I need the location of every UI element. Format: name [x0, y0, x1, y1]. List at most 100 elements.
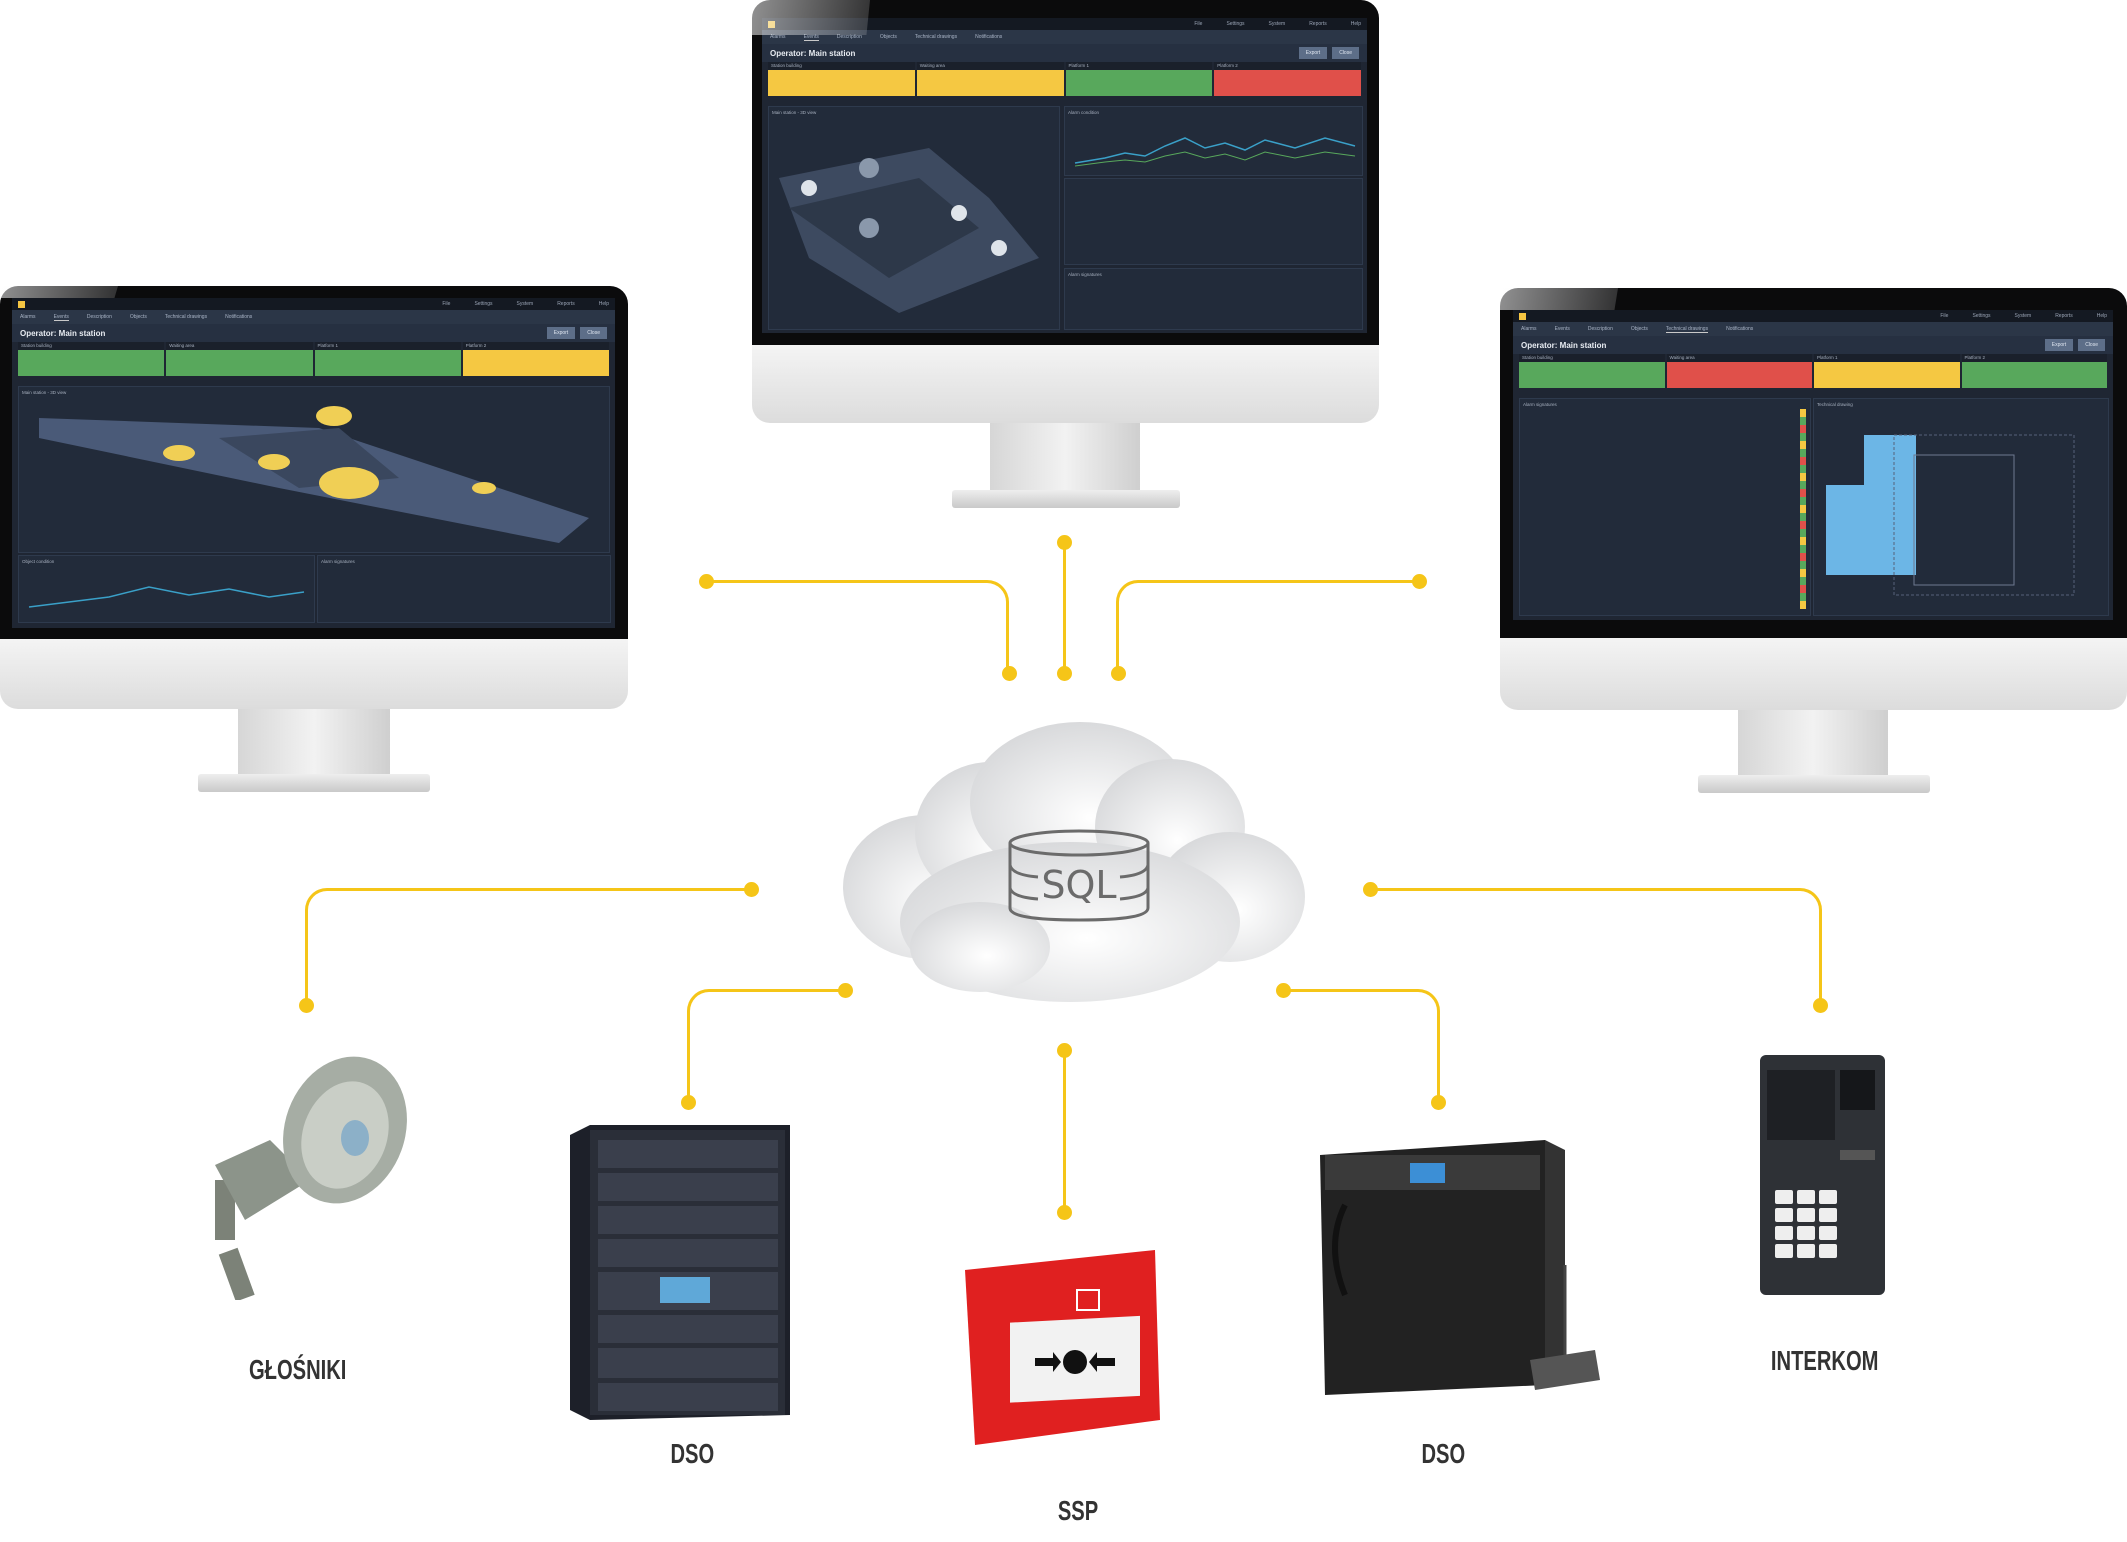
menu-item[interactable]: Help	[598, 301, 609, 307]
wire-dot	[1363, 882, 1378, 897]
rack-cabinet-icon	[570, 1125, 790, 1420]
tab[interactable]: Objects	[1630, 326, 1648, 332]
monitor-neck	[990, 423, 1140, 493]
tab[interactable]: Events	[1554, 326, 1570, 332]
menu-item[interactable]: Settings	[474, 301, 493, 307]
screen-glare	[0, 286, 118, 298]
zone-label: Platform 2	[462, 342, 609, 350]
menu-item[interactable]: File	[1940, 313, 1949, 319]
tab[interactable]: Technical drawings	[914, 34, 958, 40]
zone-tile[interactable]: Platform 2	[1214, 62, 1361, 96]
zone-label: Station building	[768, 62, 915, 70]
tab[interactable]: Description	[86, 314, 112, 320]
menu-item[interactable]: System	[516, 301, 534, 307]
wire-dot	[1057, 1205, 1072, 1220]
close-button[interactable]: Close	[1332, 47, 1359, 59]
wire-dot	[838, 983, 853, 998]
zone-tile[interactable]: Waiting area	[1666, 354, 1812, 388]
database-icon	[1008, 829, 1150, 922]
zone-label: Platform 2	[1214, 62, 1361, 70]
zone-label: Platform 1	[1814, 354, 1960, 362]
screen-glare	[1500, 288, 1618, 310]
technical-drawing-panel[interactable]: Technical drawing	[1813, 398, 2109, 616]
station-3d-view	[39, 406, 589, 543]
sql-label: SQL	[1041, 863, 1116, 907]
tab[interactable]: Description	[1587, 326, 1613, 332]
app-screen: File Settings System Reports Help Alarms…	[12, 298, 615, 628]
menu-item[interactable]: File	[442, 301, 451, 307]
export-button[interactable]: Export	[2044, 339, 2074, 351]
page-title-bar: Operator: Main station Export Close	[1513, 336, 2113, 354]
zone-tile[interactable]: Platform 2	[1961, 354, 2107, 388]
intercom-panel-icon	[1760, 1055, 1885, 1295]
monitor-foot	[1698, 775, 1930, 793]
device-label-dso-1: DSO	[670, 1438, 715, 1469]
device-label-ssp: SSP	[1057, 1495, 1099, 1526]
menu-item[interactable]: Reports	[557, 301, 575, 307]
app-menubar: File Settings System Reports Help	[1513, 310, 2113, 322]
zone-tile[interactable]: Platform 1	[1065, 62, 1213, 96]
wire-dot	[681, 1095, 696, 1110]
tab[interactable]: Notifications	[225, 314, 253, 320]
monitor-neck	[238, 709, 390, 777]
wire-top-monitor	[1063, 542, 1066, 673]
3d-view-panel[interactable]: Main station - 3D view	[768, 106, 1060, 330]
menu-item[interactable]: System	[1268, 21, 1286, 27]
menu-item[interactable]: Help	[1350, 21, 1361, 27]
menu-item[interactable]: Help	[2096, 313, 2107, 319]
tab[interactable]: Alarms	[20, 314, 36, 320]
chart-panel: Alarm condition	[1064, 106, 1363, 176]
condition-chart	[28, 586, 305, 608]
wire-dot	[1813, 998, 1828, 1013]
monitor-left: File Settings System Reports Help Alarms…	[0, 286, 628, 811]
horn-speaker-icon	[215, 1056, 407, 1300]
app-tabs: Alarms Events Description Objects Techni…	[1513, 322, 2113, 336]
zone-tile[interactable]: Station building	[768, 62, 915, 96]
monitor-neck	[1738, 710, 1888, 778]
tab[interactable]: Alarms	[1521, 326, 1537, 332]
zone-tile[interactable]: Station building	[1519, 354, 1665, 388]
app-screen: File Settings System Reports Help Alarms…	[1513, 310, 2113, 620]
tab[interactable]: Notifications	[1726, 326, 1754, 332]
zone-tile[interactable]: Platform 1	[314, 342, 461, 376]
close-button[interactable]: Close	[2078, 339, 2105, 351]
menu-item[interactable]: Settings	[1226, 21, 1245, 27]
zone-tile[interactable]: Waiting area	[166, 342, 313, 376]
export-button[interactable]: Export	[546, 327, 576, 339]
export-button[interactable]: Export	[1298, 47, 1328, 59]
app-logo	[18, 300, 25, 308]
tab[interactable]: Objects	[879, 34, 897, 40]
tab-active[interactable]: Technical drawings	[1665, 325, 1709, 333]
panel-title: Technical drawing	[1817, 402, 1853, 407]
tab[interactable]: Technical drawings	[164, 314, 208, 320]
tab[interactable]: Notifications	[975, 34, 1003, 40]
menu-item[interactable]: Settings	[1972, 313, 1991, 319]
tab-active[interactable]: Events	[53, 313, 69, 321]
wire-dot	[1057, 535, 1072, 550]
zone-tile[interactable]: Platform 2	[462, 342, 609, 376]
monitor-chin	[1500, 638, 2127, 710]
zone-tile[interactable]: Waiting area	[916, 62, 1064, 96]
fire-call-point-icon	[965, 1250, 1160, 1445]
menu-item[interactable]: Reports	[2055, 313, 2073, 319]
wire-speaker	[305, 888, 754, 1008]
3d-view-panel[interactable]: Main station - 3D view	[18, 386, 610, 553]
wire-dot	[1002, 666, 1017, 681]
tab[interactable]: Objects	[129, 314, 147, 320]
tab-active[interactable]: Events	[803, 33, 819, 41]
tab[interactable]: Description	[836, 34, 862, 40]
page-title: Operator: Main station	[1521, 340, 1607, 350]
zone-tile[interactable]: Station building	[18, 342, 165, 376]
zone-status	[1814, 362, 1960, 388]
page-title-bar: Operator: Main station Export Close	[762, 44, 1367, 62]
close-button[interactable]: Close	[580, 327, 607, 339]
menu-item[interactable]: System	[2014, 313, 2032, 319]
menu-item[interactable]: File	[1194, 21, 1203, 27]
zone-tile[interactable]: Platform 1	[1814, 354, 1960, 388]
menu-item[interactable]: Reports	[1309, 21, 1327, 27]
chart-panel: Object condition	[18, 555, 315, 623]
tab[interactable]: Alarms	[770, 34, 786, 40]
wire-ssp	[1063, 1050, 1066, 1212]
desk-amplifier-icon	[1320, 1140, 1600, 1395]
wire-dot	[744, 882, 759, 897]
